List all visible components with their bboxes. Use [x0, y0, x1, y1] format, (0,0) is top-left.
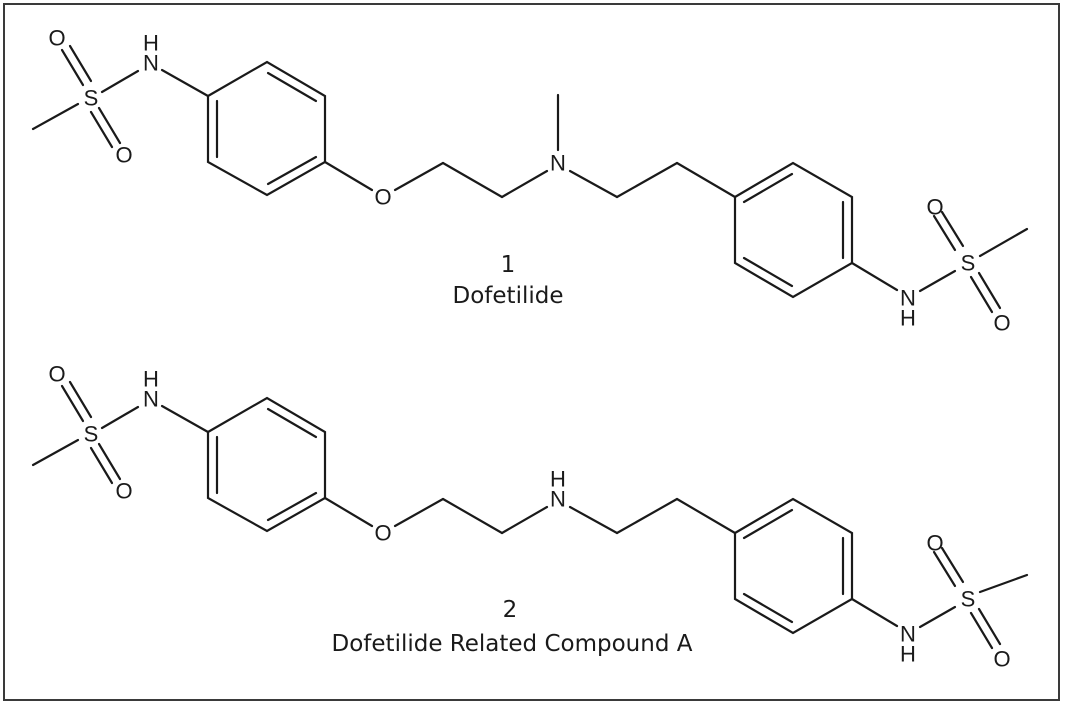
atom-n: N [143, 51, 159, 76]
right-sulfonamide-group: O S O N H [850, 195, 1029, 336]
compound-number: 2 [502, 597, 518, 623]
atom-o: O [926, 531, 943, 556]
central-linker: O N [323, 93, 737, 210]
compound-name: Dofetilide [452, 283, 564, 309]
atom-o: O [374, 521, 391, 546]
atom-h: H [900, 306, 916, 331]
atom-o: O [926, 195, 943, 220]
atom-s: S [961, 587, 976, 612]
atom-h: H [550, 467, 566, 492]
atom-h: H [143, 367, 159, 392]
atom-o: O [993, 647, 1010, 672]
atom-o: O [115, 479, 132, 504]
benzene-ring-right [733, 161, 854, 299]
atom-s: S [84, 86, 99, 111]
right-sulfonamide-group: O S O N H [850, 531, 1029, 672]
benzene-ring-left [206, 60, 327, 197]
atom-o: O [374, 185, 391, 210]
atom-o: O [48, 26, 65, 51]
figure-frame [3, 3, 1060, 701]
atom-o: O [48, 362, 65, 387]
atom-n: N [900, 286, 916, 311]
atom-s: S [961, 251, 976, 276]
central-linker: O N H [323, 467, 737, 546]
atom-n: N [900, 622, 916, 647]
atom-h: H [900, 642, 916, 667]
atom-o: O [115, 143, 132, 168]
atom-n: N [550, 487, 566, 512]
structure-dofetilide: O S O N H O N [31, 26, 1029, 336]
atom-n: N [143, 387, 159, 412]
structure-related-compound-a: O S O N H O N H [31, 362, 1029, 672]
benzene-ring-right [733, 497, 854, 635]
atom-o: O [993, 311, 1010, 336]
compound-name: Dofetilide Related Compound A [331, 631, 693, 657]
atom-s: S [84, 422, 99, 447]
left-sulfonamide-group: O S O N H [31, 26, 210, 168]
benzene-ring-left [206, 396, 327, 533]
left-sulfonamide-group: O S O N H [31, 362, 210, 504]
atom-n: N [550, 151, 566, 176]
atom-h: H [143, 31, 159, 56]
compound-number: 1 [500, 252, 516, 278]
